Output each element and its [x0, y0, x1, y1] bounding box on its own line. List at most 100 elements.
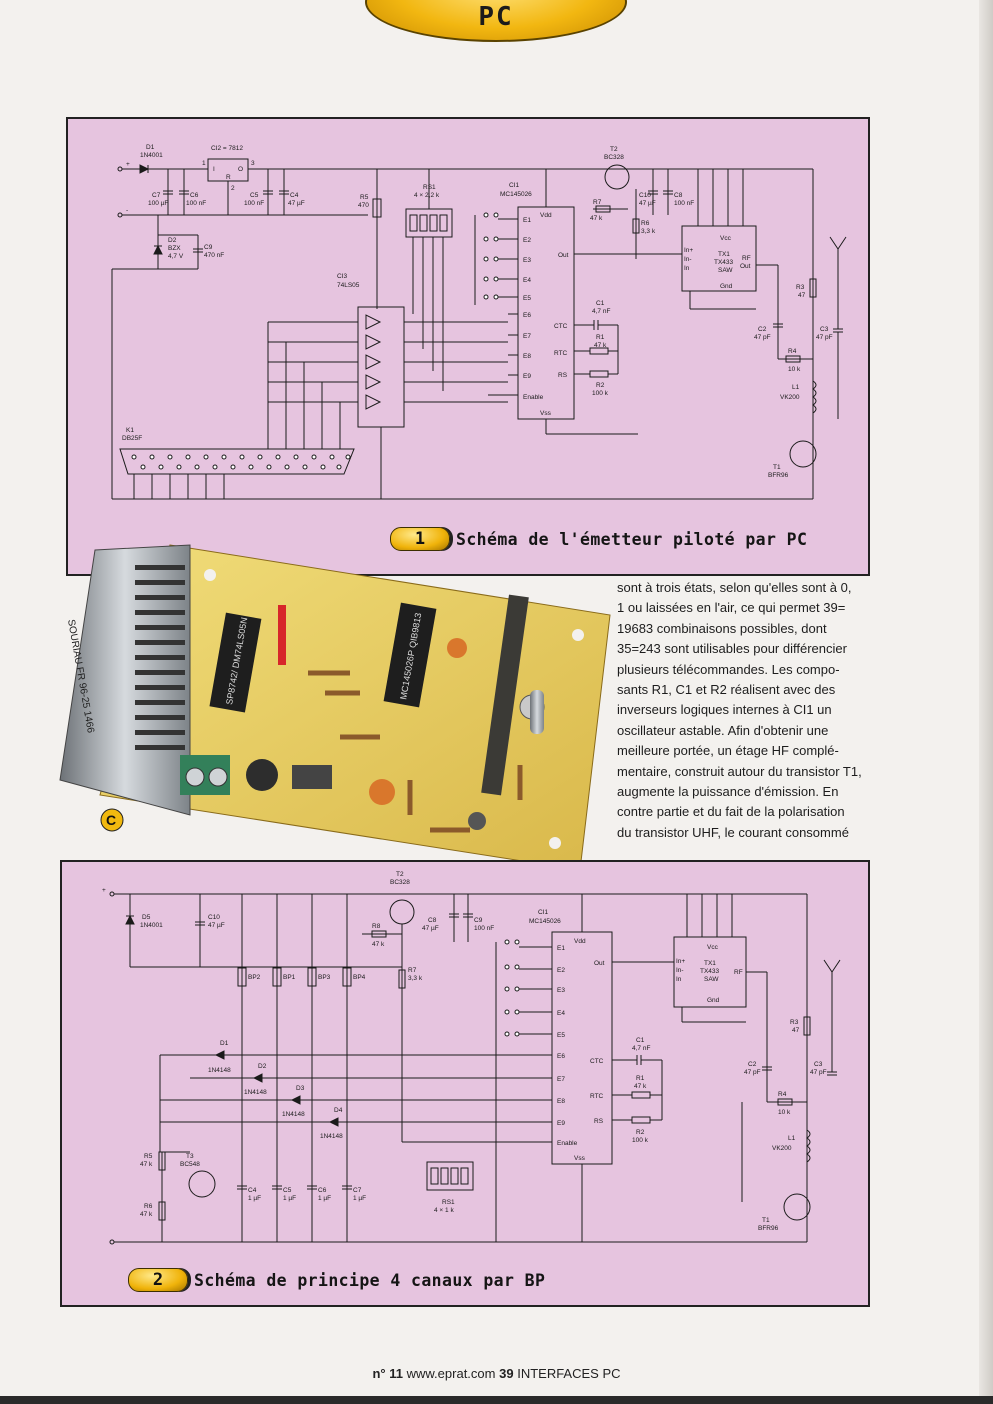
- label: RF: [734, 969, 743, 976]
- section-tab-label: PC: [478, 2, 514, 32]
- label: R3: [796, 284, 805, 291]
- page-footer: n° 11 www.eprat.com 39 INTERFACES PC: [0, 1366, 993, 1381]
- label: E5: [523, 295, 531, 302]
- label: D2: [258, 1063, 267, 1070]
- label: O: [238, 166, 243, 173]
- label: 100 nF: [244, 200, 264, 207]
- label: C8: [428, 917, 437, 924]
- figure-caption-text: Schéma de l'émetteur piloté par PC: [456, 529, 808, 549]
- article-line: oscillateur astable. Afin d'obtenir une: [617, 722, 829, 738]
- label: CI3: [337, 273, 348, 280]
- label: 47 k: [634, 1083, 647, 1090]
- label: Out: [740, 263, 751, 270]
- label: C3: [814, 1061, 823, 1068]
- label: Vss: [574, 1155, 586, 1162]
- label: 100 nF: [186, 200, 206, 207]
- label: E6: [523, 312, 531, 319]
- terminal-minus: [117, 212, 123, 218]
- photo-marker-letter: C: [106, 812, 116, 828]
- connector-db25: [119, 448, 355, 475]
- label: C6: [190, 192, 199, 199]
- label: 47 µF: [422, 925, 439, 932]
- label: 4,7 nF: [632, 1045, 650, 1052]
- label: RS1: [423, 184, 436, 191]
- label: Enable: [523, 394, 544, 401]
- label: C3: [820, 326, 829, 333]
- schematic-2-panel: + D5 1N4001 C10 47 µF BP2 BP1 BP3 BP4 T2…: [60, 860, 870, 1307]
- pushbuttons: [237, 894, 352, 1002]
- label: R: [226, 174, 231, 181]
- transistor-t2-symbol: [604, 164, 630, 190]
- label: 47 k: [594, 342, 607, 349]
- label: C1: [596, 300, 605, 307]
- label: 1N4148: [282, 1111, 305, 1118]
- module-tx1: [681, 225, 757, 292]
- schematic-1-panel: + - D1 1N4001 CI2 = 7812 I O R 1 2 3 C7 …: [66, 117, 870, 576]
- capacitor-photo: [246, 759, 278, 791]
- photo-marker: [100, 808, 124, 832]
- label: D3: [296, 1085, 305, 1092]
- label: TX433: [700, 968, 720, 975]
- label: E9: [557, 1120, 565, 1127]
- regulator-photo: [292, 765, 332, 789]
- label: CI1: [509, 182, 520, 189]
- label: CTC: [554, 323, 568, 330]
- transistor-t2-symbol: [389, 899, 415, 925]
- label: 47 pF: [754, 334, 771, 341]
- label: E8: [557, 1098, 565, 1105]
- label: C8: [674, 192, 683, 199]
- transistor-t1-symbol: [789, 440, 817, 468]
- label: VK200: [772, 1145, 792, 1152]
- label: 47 k: [372, 941, 385, 948]
- diode-d1-symbol: [214, 1050, 225, 1060]
- diode-d4-symbol: [328, 1117, 339, 1127]
- figure-number-badge: 2: [128, 1268, 188, 1292]
- label: Vcc: [707, 944, 719, 951]
- label: TX433: [714, 259, 734, 266]
- label: SAW: [704, 976, 719, 983]
- label: 1N4001: [140, 152, 163, 159]
- label: RF: [742, 255, 751, 262]
- transistor-t3-symbol: [188, 1170, 216, 1198]
- label: 1 µF: [353, 1195, 366, 1202]
- website-link[interactable]: www.eprat.com: [406, 1366, 496, 1381]
- article-line: plusieurs télécommandes. Les compo-: [617, 661, 840, 677]
- label: L1: [788, 1135, 796, 1142]
- label: DB25F: [122, 435, 142, 442]
- label: 1 µF: [283, 1195, 296, 1202]
- label: BP1: [283, 974, 296, 981]
- transistor-photo: [468, 812, 486, 830]
- label: Vdd: [574, 938, 586, 945]
- label: D1: [146, 144, 155, 151]
- label: 3: [251, 160, 255, 167]
- figure-1-caption: 1 Schéma de l'émetteur piloté par PC: [390, 527, 807, 551]
- terminal-plus: [109, 891, 115, 897]
- label: 74LS05: [337, 282, 360, 289]
- article-line: mentaire, construit autour du transistor…: [617, 763, 862, 779]
- label: 3,3 k: [641, 228, 656, 235]
- label: 100 k: [632, 1137, 649, 1144]
- label: 1N4148: [244, 1089, 267, 1096]
- label: R7: [408, 967, 417, 974]
- label: 47 k: [140, 1161, 153, 1168]
- label: C4: [290, 192, 299, 199]
- article-line: sants R1, C1 et R2 réalisent avec des: [617, 682, 836, 698]
- figure-caption-text: Schéma de principe 4 canaux par BP: [194, 1270, 546, 1290]
- label: BP3: [318, 974, 331, 981]
- label: TX1: [718, 251, 730, 258]
- label: 3,3 k: [408, 975, 423, 982]
- label: In-: [676, 967, 684, 974]
- label: R5: [360, 194, 369, 201]
- label: 1N4001: [140, 922, 163, 929]
- schematic-1: + - D1 1N4001 CI2 = 7812 I O R 1 2 3 C7 …: [111, 144, 847, 500]
- article-text: sont à trois états, selon qu'elles sont …: [617, 578, 867, 843]
- label: R3: [790, 1019, 799, 1026]
- ic-74ls05-photo: [209, 612, 262, 713]
- label: VK200: [780, 394, 800, 401]
- label: BC548: [180, 1161, 200, 1168]
- label: 4 × 2,2 k: [414, 192, 440, 199]
- label: D1: [220, 1040, 229, 1047]
- label: 1 µF: [248, 1195, 261, 1202]
- label: 1N4148: [208, 1067, 231, 1074]
- label: RTC: [554, 350, 568, 357]
